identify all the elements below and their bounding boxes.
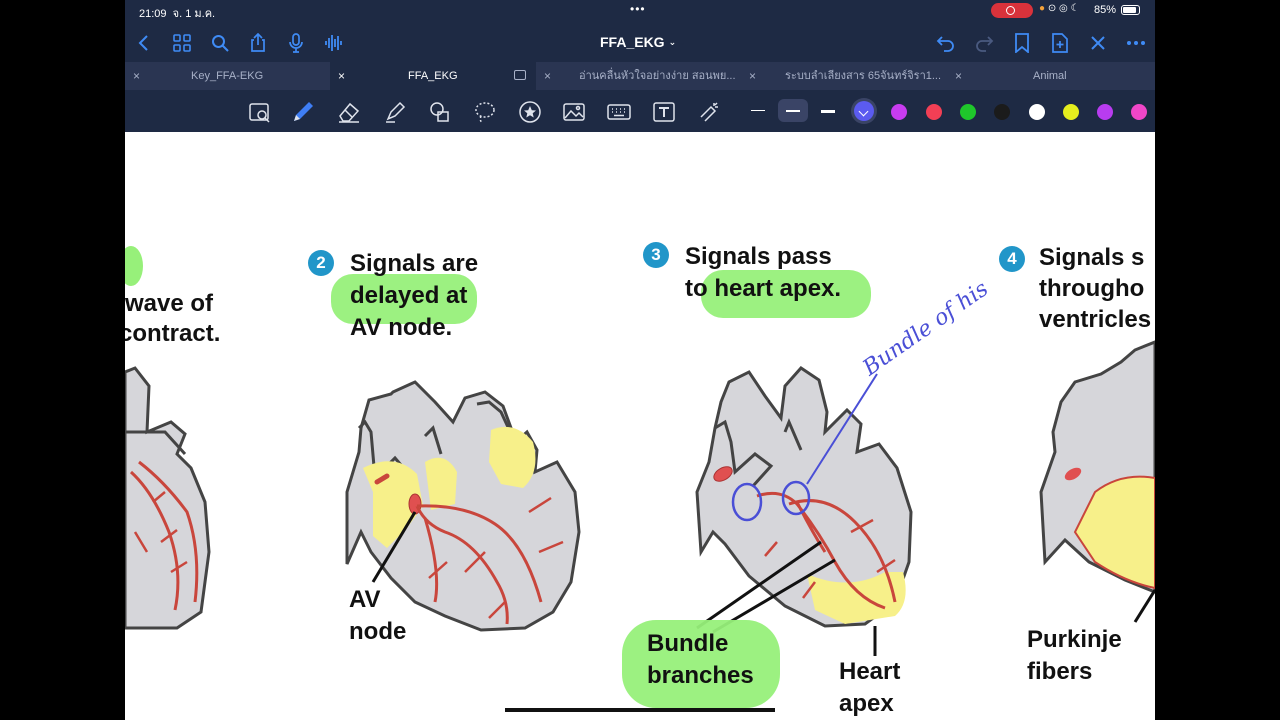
- step4-line3: ventricles: [1039, 306, 1152, 333]
- laser-pointer-icon[interactable]: [697, 100, 721, 124]
- color-swatch-white[interactable]: [1029, 104, 1045, 120]
- status-bar: 21:09 จ. 1 ม.ค. ••• ● ⊙ ◎ ☾ 85%: [125, 0, 1155, 22]
- app-window: 21:09 จ. 1 ม.ค. ••• ● ⊙ ◎ ☾ 85% FFA_EKG⌄: [125, 0, 1155, 720]
- step3-line2: to heart apex.: [685, 275, 842, 302]
- status-time-date: 21:09 จ. 1 ม.ค.: [139, 8, 216, 20]
- pen-icon[interactable]: [291, 100, 315, 124]
- text-box-icon[interactable]: [652, 100, 676, 124]
- eraser-icon[interactable]: [337, 100, 361, 124]
- screen-recording-icon[interactable]: [991, 3, 1033, 18]
- lasso-icon[interactable]: [473, 100, 497, 124]
- zoom-window-icon[interactable]: [248, 100, 272, 124]
- color-swatch-pink[interactable]: [1131, 104, 1147, 120]
- label-heart: Heart: [839, 658, 901, 685]
- add-page-icon[interactable]: [1049, 32, 1071, 54]
- tab-bar: × Key_FFA-EKG × FFA_EKG × อ่านคลื่นหัวใจ…: [125, 62, 1155, 90]
- color-swatch-blue[interactable]: [854, 101, 874, 121]
- tab-close-icon[interactable]: ×: [133, 69, 141, 83]
- step2-line1: Signals are: [350, 250, 479, 277]
- highlight-bundle-branches: [622, 620, 780, 708]
- stroke-thin[interactable]: [751, 110, 765, 111]
- color-swatch-purple[interactable]: [891, 104, 907, 120]
- multitask-dots-icon[interactable]: •••: [630, 2, 646, 16]
- heart-3-illustration: [695, 366, 913, 656]
- label-bundle: Bundle: [647, 630, 729, 657]
- tab-ekg-easy-reading[interactable]: × อ่านคลื่นหัวใจอย่างง่าย สอนพย...: [536, 62, 741, 90]
- status-icons: ● ⊙ ◎ ☾: [1039, 3, 1080, 14]
- tab-transport-system[interactable]: × ระบบลำเลียงสาร 65จันทร์จิรา1...: [741, 62, 947, 90]
- highlight-heart-apex: [701, 270, 871, 318]
- tab-animal[interactable]: × Animal: [947, 62, 1155, 90]
- tab-close-icon[interactable]: ×: [338, 69, 346, 83]
- share-icon[interactable]: [247, 32, 269, 54]
- bookmark-icon[interactable]: [1011, 32, 1033, 54]
- search-icon[interactable]: [209, 32, 231, 54]
- tab-close-icon[interactable]: ×: [955, 69, 963, 83]
- color-swatch-black[interactable]: [994, 104, 1010, 120]
- step3-number: 3: [643, 242, 669, 268]
- label-av: AV: [349, 586, 381, 613]
- step1-line2: contract.: [125, 320, 221, 347]
- back-icon[interactable]: [133, 32, 155, 54]
- highlight-step1: [125, 246, 143, 286]
- label-purkinje: Purkinje: [1027, 626, 1122, 653]
- step4-number: 4: [999, 246, 1025, 272]
- highlighter-icon[interactable]: [383, 100, 407, 124]
- stroke-medium[interactable]: [786, 110, 800, 112]
- label-branches: branches: [647, 662, 754, 689]
- microphone-icon[interactable]: [285, 32, 307, 54]
- highlight-delayed: [331, 274, 477, 324]
- document-toolbar: FFA_EKG⌄: [125, 22, 1155, 62]
- shapes-icon[interactable]: [428, 100, 452, 124]
- undo-icon[interactable]: [935, 32, 957, 54]
- battery-percent: 85%: [1094, 4, 1117, 16]
- image-icon[interactable]: [562, 100, 586, 124]
- redo-icon[interactable]: [973, 32, 995, 54]
- heart-diagram-illustration: [125, 246, 1155, 712]
- step4-line1: Signals s: [1039, 244, 1145, 271]
- step1-line1: wave of: [125, 290, 214, 317]
- tab-split-view-icon[interactable]: [514, 70, 526, 80]
- close-icon[interactable]: [1087, 32, 1109, 54]
- label-apex: apex: [839, 690, 894, 717]
- step2-number: 2: [308, 250, 334, 276]
- label-node: node: [349, 618, 407, 645]
- color-swatch-yellow[interactable]: [1063, 104, 1079, 120]
- color-swatch-red[interactable]: [926, 104, 942, 120]
- grid-view-icon[interactable]: [171, 32, 193, 54]
- color-swatch-green[interactable]: [960, 104, 976, 120]
- annotation-pointer-line: [806, 373, 878, 485]
- annotation-toolbar: [125, 90, 1155, 132]
- stroke-thick[interactable]: [821, 110, 835, 113]
- more-options-icon[interactable]: [1125, 32, 1147, 54]
- annotation-circle-right: [781, 480, 811, 516]
- keyboard-icon[interactable]: [607, 100, 631, 124]
- step2-line3: AV node.: [350, 314, 453, 341]
- heart-4-illustration: [1039, 340, 1155, 623]
- tab-close-icon[interactable]: ×: [544, 69, 552, 83]
- heart-1-illustration: [125, 366, 211, 630]
- label-fibers: fibers: [1027, 658, 1093, 685]
- audio-wave-icon[interactable]: [323, 32, 345, 54]
- tab-close-icon[interactable]: ×: [749, 69, 757, 83]
- document-canvas[interactable]: wave of contract. 2 Signals are delayed …: [125, 132, 1155, 720]
- tab-ffa-ekg[interactable]: × FFA_EKG: [330, 62, 536, 90]
- step3-line1: Signals pass: [685, 243, 832, 270]
- document-title[interactable]: FFA_EKG⌄: [600, 34, 677, 50]
- annotation-circle-left: [731, 482, 763, 522]
- color-swatch-violet[interactable]: [1097, 104, 1113, 120]
- battery-icon: [1121, 5, 1140, 15]
- step4-line2: througho: [1039, 275, 1145, 302]
- tab-key-ffa-ekg[interactable]: × Key_FFA-EKG: [125, 62, 330, 90]
- step2-line2: delayed at: [350, 282, 468, 309]
- heart-2-illustration: [345, 380, 581, 632]
- sticker-icon[interactable]: [518, 100, 542, 124]
